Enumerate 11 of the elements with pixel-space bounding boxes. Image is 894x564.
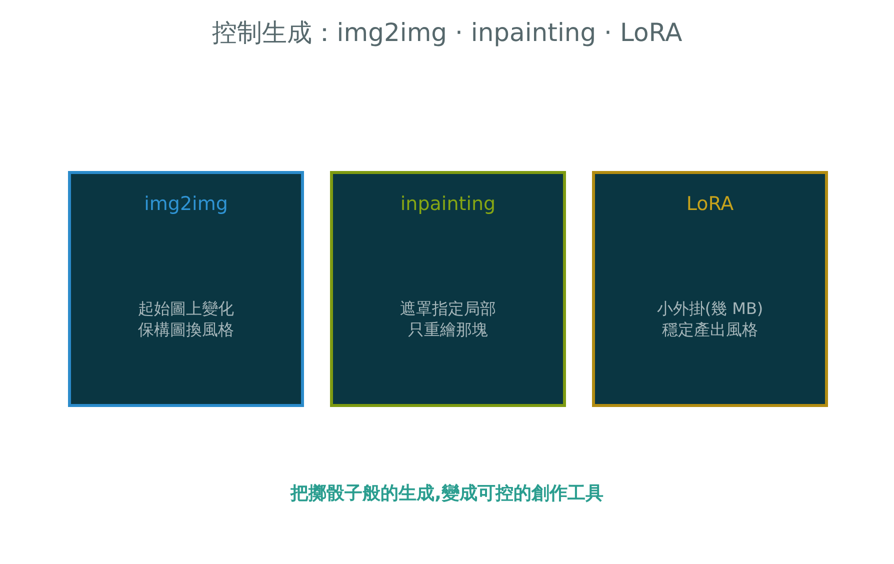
card-heading: img2img: [144, 192, 228, 216]
diagram-title: 控制生成：img2img · inpainting · LoRA: [212, 18, 682, 47]
card-description: 起始圖上變化保構圖換風格: [137, 298, 235, 340]
concept-card: [68, 171, 304, 407]
card-description: 小外掛(幾 MB)穩定產出風格: [656, 298, 764, 340]
diagram-caption: 把擲骰子般的生成,變成可控的創作工具: [290, 483, 604, 504]
concept-card: [330, 171, 566, 407]
card-heading: inpainting: [400, 192, 496, 216]
concept-card: [592, 171, 828, 407]
card-heading: LoRA: [686, 192, 734, 216]
card-description: 遮罩指定局部只重繪那塊: [399, 298, 497, 340]
